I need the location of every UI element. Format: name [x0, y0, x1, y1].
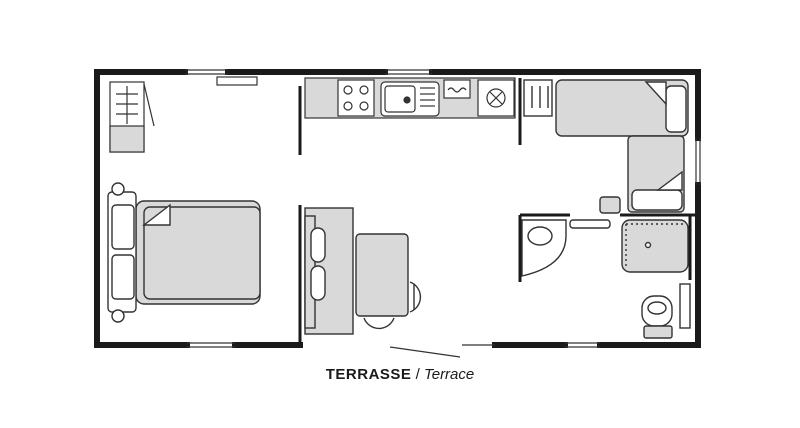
dining-table: [355, 233, 422, 330]
sofa: [304, 207, 354, 335]
terrace-label-french: TERRASSE: [325, 366, 412, 383]
wardrobe: [109, 81, 155, 153]
outer-walls: [94, 69, 701, 348]
bunk-beds: [523, 79, 689, 214]
interior-walls: [298, 78, 698, 342]
kitchen-counter: [304, 77, 516, 119]
bathroom: [521, 219, 691, 339]
caption-separator: /: [411, 366, 424, 383]
entry-door: [389, 344, 495, 358]
terrace-label-english: Terrace: [423, 366, 475, 383]
terrace-caption: TERRASSE / Terrace: [0, 366, 800, 383]
double-bed: [107, 182, 261, 323]
windows: [185, 69, 701, 348]
